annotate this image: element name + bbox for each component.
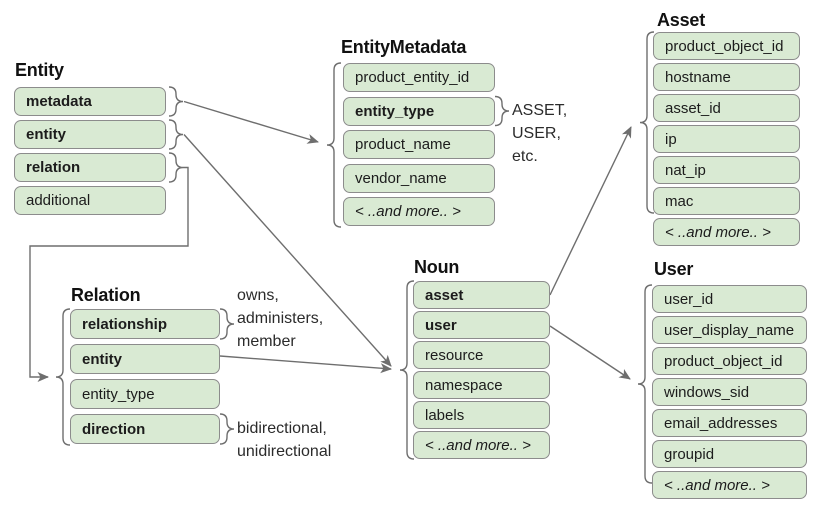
annotation-entity-type-values: ASSET, USER, etc.	[512, 99, 567, 168]
brace-entitymetadata-entity-type	[494, 95, 510, 127]
field-row-entity: entity	[14, 120, 166, 149]
brace-into-entitymetadata	[326, 62, 342, 228]
table-title-entity_metadata: EntityMetadata	[341, 37, 467, 57]
field-row-user: product_object_id	[652, 347, 807, 375]
field-row-relation: relationship	[70, 309, 220, 339]
annotation-line: unidirectional	[237, 443, 332, 460]
field-row-user: user_display_name	[652, 316, 807, 344]
field-row-relation: entity	[70, 344, 220, 374]
annotation-line: ASSET,	[512, 102, 568, 119]
annotation-direction-values: bidirectional, unidirectional	[237, 417, 331, 463]
table-title-entity: Entity	[15, 60, 64, 80]
field-row-asset: asset_id	[653, 94, 800, 122]
brace-entity-entity-field	[168, 119, 184, 150]
brace-entity-relation-field	[168, 152, 184, 183]
brace-into-asset	[639, 31, 655, 214]
brace-into-noun	[399, 280, 415, 460]
field-row-noun: asset	[413, 281, 550, 309]
field-row-relation: entity_type	[70, 379, 220, 409]
field-row-asset: mac	[653, 187, 800, 215]
field-row-noun: resource	[413, 341, 550, 369]
field-row-user: < ..and more.. >	[652, 471, 807, 499]
annotation-line: member	[237, 333, 296, 350]
field-row-entity_metadata: entity_type	[343, 96, 495, 126]
field-row-relation: direction	[70, 414, 220, 444]
arrow-metadata-to-entitymetadata	[183, 100, 319, 144]
field-row-entity: additional	[14, 186, 166, 215]
brace-into-relation	[55, 308, 71, 446]
arrow-noun-user-to-user	[549, 325, 631, 380]
field-row-noun: namespace	[413, 371, 550, 399]
annotation-line: etc.	[512, 148, 538, 165]
table-title-noun: Noun	[414, 257, 460, 277]
field-row-entity_metadata: product_entity_id	[343, 63, 495, 92]
field-row-noun: labels	[413, 401, 550, 429]
field-row-user: user_id	[652, 285, 807, 313]
annotation-relationship-values: owns, administers, member	[237, 284, 323, 353]
field-row-asset: ip	[653, 125, 800, 153]
field-row-entity_metadata: product_name	[343, 130, 495, 159]
annotation-line: administers,	[237, 310, 324, 327]
field-row-entity_metadata: vendor_name	[343, 163, 495, 193]
field-row-noun: user	[413, 311, 550, 339]
table-title-user: User	[654, 259, 694, 279]
annotation-line: bidirectional,	[237, 420, 327, 437]
field-row-user: email_addresses	[652, 409, 807, 437]
brace-entity-metadata-field	[168, 86, 184, 117]
arrow-relation-entity-to-noun	[219, 355, 392, 374]
field-row-noun: < ..and more.. >	[413, 431, 550, 459]
annotation-line: owns,	[237, 287, 279, 304]
field-row-asset: hostname	[653, 63, 800, 91]
brace-relation-direction	[219, 413, 235, 445]
field-row-entity_metadata: < ..and more.. >	[343, 197, 495, 226]
table-title-asset: Asset	[657, 10, 706, 30]
field-row-asset: < ..and more.. >	[653, 218, 800, 246]
annotation-line: USER,	[512, 125, 561, 142]
field-row-entity: relation	[14, 153, 166, 182]
field-row-entity: metadata	[14, 87, 166, 116]
brace-relation-relationship	[219, 308, 235, 340]
field-row-asset: nat_ip	[653, 156, 800, 184]
field-row-user: windows_sid	[652, 378, 807, 406]
field-row-user: groupid	[652, 440, 807, 468]
table-title-relation: Relation	[71, 285, 141, 305]
field-row-asset: product_object_id	[653, 32, 800, 60]
brace-into-user	[637, 284, 653, 484]
